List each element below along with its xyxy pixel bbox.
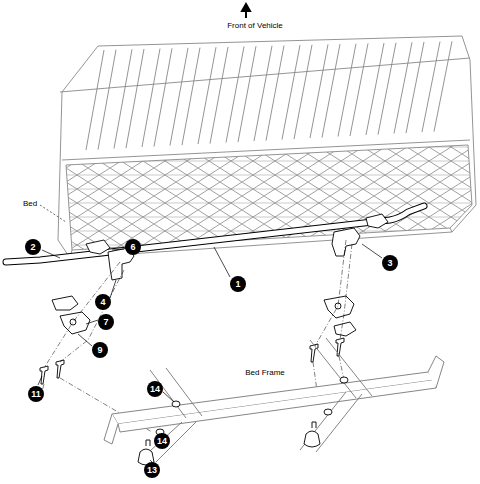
bolts [40, 338, 344, 384]
bed-rib [394, 42, 424, 134]
clamp-plate-left [86, 240, 110, 254]
bed-rib [198, 47, 228, 144]
clamp-plate-lower-left [52, 296, 78, 310]
clamp-lower-left [60, 312, 90, 334]
leader-line [40, 205, 66, 222]
nut [172, 401, 180, 407]
callout-number: 1 [230, 276, 246, 292]
bed-rib [422, 41, 452, 132]
bed-rib [254, 46, 284, 142]
bed-rib [282, 45, 312, 140]
callout-number: 14 [147, 381, 163, 397]
callout-number: 4 [95, 294, 111, 310]
bed-frame [104, 338, 444, 462]
callout-number: 7 [98, 314, 114, 330]
callout-number: 13 [144, 462, 160, 478]
nut [340, 377, 348, 383]
bed-rib [226, 46, 256, 142]
bed-rib [86, 50, 116, 150]
rod [6, 206, 424, 262]
clamp-lower-right [324, 296, 354, 318]
bed-outline [58, 36, 476, 258]
bumpers [138, 377, 348, 465]
callout-number: 14 [154, 433, 170, 449]
nut [324, 409, 332, 415]
bed-rib [366, 43, 396, 135]
bumper-pad [304, 431, 320, 447]
direction-label: Front of Vehicle [225, 21, 285, 31]
bed [58, 36, 476, 258]
clamps [52, 214, 388, 336]
part-name: Bed Frame [243, 368, 287, 378]
bed-ribs [86, 41, 452, 150]
callout-number: 2 [25, 239, 41, 255]
bed-rib [310, 44, 340, 138]
direction-arrow [242, 4, 250, 18]
callout-number: 9 [92, 342, 108, 358]
leader-lines [38, 244, 382, 462]
part-name: Bed [21, 199, 39, 209]
clamp-plate-right [366, 214, 388, 228]
bed-rim [60, 58, 470, 92]
callout-number: 3 [382, 255, 398, 271]
bed-rib [338, 43, 368, 136]
bed-rib [142, 48, 172, 147]
bed-rib [114, 49, 144, 149]
clamp-plate-lower-right [334, 322, 356, 336]
callout-number: 11 [28, 386, 44, 402]
callout-number: 6 [125, 239, 141, 255]
bed-rib [170, 48, 200, 146]
